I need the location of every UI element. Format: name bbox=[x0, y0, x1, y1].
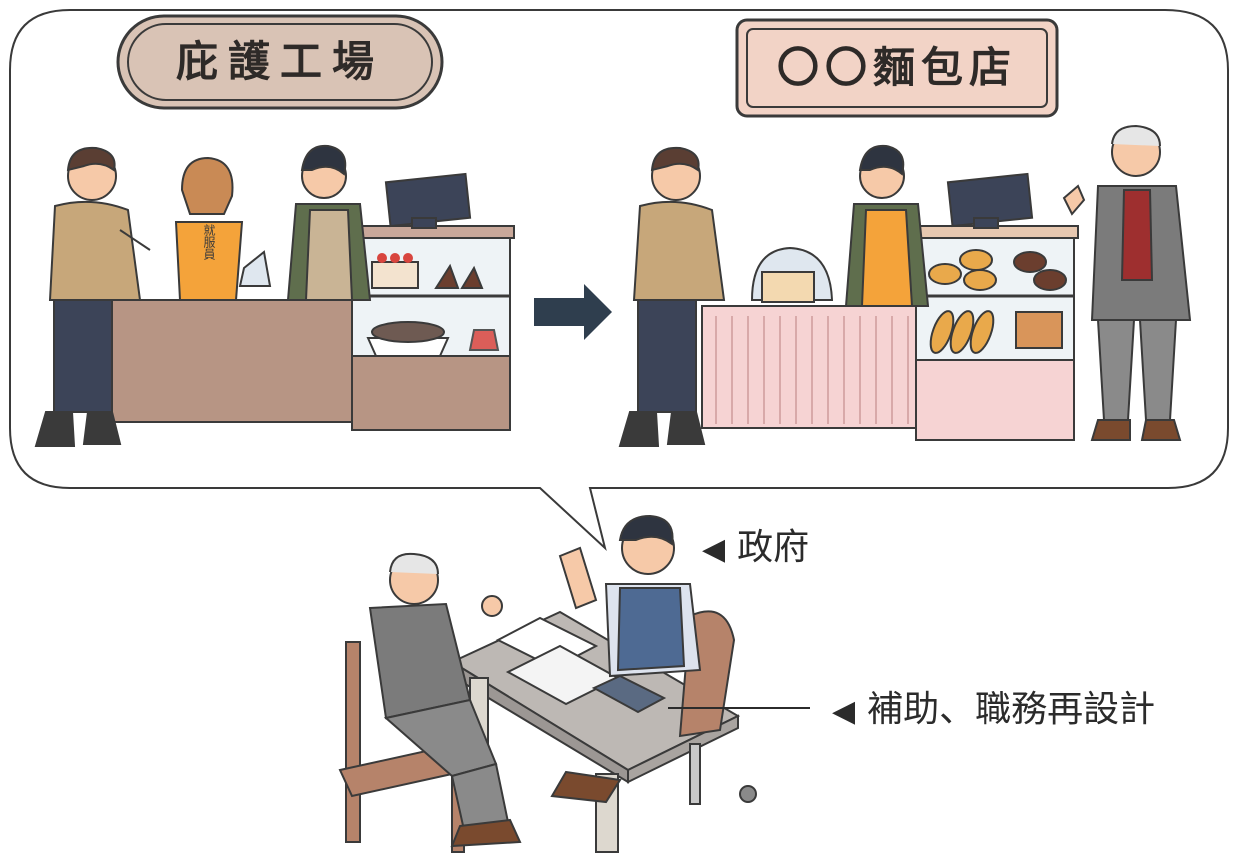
government-text: 政府 bbox=[737, 527, 810, 568]
register-right bbox=[946, 172, 1034, 229]
right-sign-text: 〇〇麵包店 bbox=[777, 43, 1017, 92]
vest-text: 就服員 bbox=[202, 224, 216, 260]
bakery-sign: 〇〇麵包店 bbox=[735, 18, 1059, 118]
employer-seated bbox=[368, 552, 522, 848]
worker-right bbox=[844, 144, 930, 307]
customer-right bbox=[618, 146, 726, 447]
left-triangle-icon: ◀ bbox=[702, 532, 726, 567]
left-sign-text: 庇護工場 bbox=[176, 37, 384, 86]
subsidy-label: ◀ 補助、職務再設計 bbox=[832, 692, 1155, 728]
job-coach: 就服員 bbox=[174, 156, 244, 301]
bakery-counter bbox=[701, 225, 1079, 441]
transition-arrow bbox=[534, 284, 612, 340]
worker-left bbox=[238, 144, 372, 301]
left-triangle-icon: ◀ bbox=[832, 694, 856, 729]
customer-left bbox=[34, 146, 151, 447]
register-left bbox=[384, 172, 472, 229]
government-officer bbox=[550, 514, 702, 804]
subsidy-text: 補助、職務再設計 bbox=[867, 689, 1156, 730]
workshop-counter bbox=[107, 225, 515, 431]
sheltered-workshop-sign: 庇護工場 bbox=[116, 14, 444, 110]
government-label: ◀ 政府 bbox=[702, 530, 809, 566]
meeting-table bbox=[449, 610, 741, 853]
bakery-owner bbox=[1062, 124, 1192, 441]
